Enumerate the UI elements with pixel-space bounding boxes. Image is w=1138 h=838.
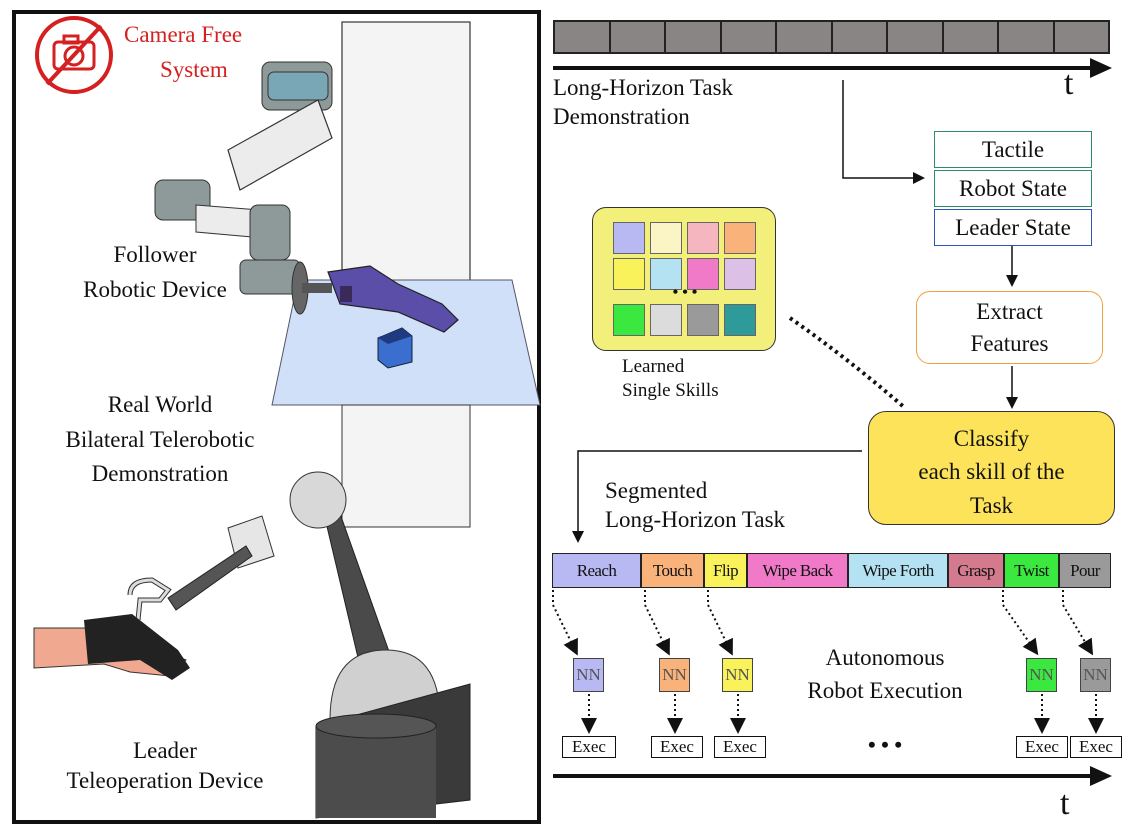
demo-timeline	[553, 20, 1110, 54]
feature-tactile: Tactile	[934, 131, 1092, 168]
segment-flip: Flip	[704, 553, 747, 588]
segment-reach: Reach	[552, 553, 641, 588]
leader-label-line2: Teleoperation Device	[66, 768, 264, 793]
skill-tile	[687, 222, 719, 254]
skill-tile	[650, 304, 682, 336]
skill-tile	[613, 304, 645, 336]
real-world-line3: Demonstration	[91, 461, 229, 486]
skills-label-line1: Learned	[622, 356, 685, 377]
segment-wipe-back: Wipe Back	[747, 553, 848, 588]
skill-tile	[724, 304, 756, 336]
demo-label-line2: Demonstration	[553, 104, 690, 129]
segment-grasp: Grasp	[948, 553, 1004, 588]
camera-free-line1: Camera Free	[124, 22, 243, 47]
skill-tile	[613, 258, 645, 290]
exec-touch: Exec	[651, 736, 703, 758]
nn-reach: NN	[573, 658, 604, 692]
real-world-line1: Real World	[107, 392, 213, 417]
learned-skills-grid: • • •	[592, 207, 776, 351]
nn-twist: NN	[1026, 658, 1057, 692]
nn-pour: NN	[1080, 658, 1111, 692]
autonomous-line2: Robot Execution	[807, 678, 963, 703]
exec-twist: Exec	[1016, 736, 1068, 758]
skill-tile	[650, 222, 682, 254]
nn-touch: NN	[659, 658, 690, 692]
extract-line2: Features	[970, 331, 1049, 357]
skills-ellipsis: • • •	[672, 284, 698, 301]
classify-box: Classify each skill of the Task	[868, 411, 1115, 525]
segmented-label-line2: Long-Horizon Task	[605, 507, 786, 532]
segment-wipe-forth: Wipe Forth	[848, 553, 948, 588]
leader-label-line1: Leader	[133, 738, 197, 763]
segmented-label-line1: Segmented	[605, 478, 708, 503]
follower-label-line1: Follower	[113, 242, 197, 267]
classify-line2: each skill of the	[918, 459, 1065, 485]
skill-tile	[724, 222, 756, 254]
camera-free-line2: System	[160, 57, 228, 82]
follower-label-line2: Robotic Device	[83, 277, 227, 302]
camera-free-badge	[35, 16, 113, 94]
nn-flip: NN	[722, 658, 753, 692]
bottom-time-label: t	[1060, 785, 1070, 822]
autonomous-line1: Autonomous	[825, 645, 945, 670]
exec-pour: Exec	[1070, 736, 1122, 758]
real-world-line2: Bilateral Telerobotic	[65, 427, 255, 452]
top-time-label: t	[1064, 65, 1074, 102]
left-panel-frame	[12, 10, 541, 824]
skills-label-line2: Single Skills	[622, 380, 719, 401]
extract-features-box: Extract Features	[916, 291, 1103, 364]
skill-tile	[687, 258, 719, 290]
feature-leader-state: Leader State	[934, 209, 1092, 246]
skill-tile	[650, 258, 682, 290]
exec-reach: Exec	[562, 736, 616, 758]
segment-pour: Pour	[1059, 553, 1111, 588]
exec-flip: Exec	[714, 736, 766, 758]
demo-label-line1: Long-Horizon Task	[553, 75, 734, 100]
exec-ellipsis: • • •	[867, 732, 903, 757]
skill-tile	[613, 222, 645, 254]
segment-twist: Twist	[1004, 553, 1059, 588]
skill-tile	[687, 304, 719, 336]
feature-robot-state: Robot State	[934, 170, 1092, 207]
skill-tile	[724, 258, 756, 290]
segment-touch: Touch	[641, 553, 704, 588]
classify-line3: Task	[969, 492, 1014, 518]
classify-line1: Classify	[953, 426, 1030, 451]
extract-line1: Extract	[976, 299, 1043, 324]
